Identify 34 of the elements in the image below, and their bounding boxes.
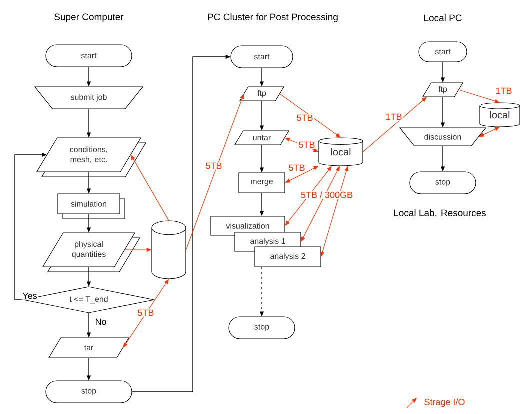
terminal-box: stop	[410, 172, 476, 194]
edge-label: 5TB	[204, 162, 224, 170]
column-heading: Super Computer	[54, 14, 124, 22]
process-box: analysis 2	[254, 246, 322, 268]
terminal-box: stop	[228, 316, 296, 340]
arrow	[362, 97, 427, 152]
storage-cylinder	[152, 220, 186, 280]
terminal-box: start	[230, 46, 294, 68]
column-heading: Local Lab. Resources	[394, 210, 486, 216]
terminal-box: stop	[46, 380, 132, 404]
process-box: merge	[238, 172, 286, 194]
stacked-process-box: simulation	[58, 194, 126, 220]
arrow	[186, 94, 244, 250]
storage-cylinder: local	[480, 102, 520, 128]
legend-label: Strage I/O	[424, 398, 465, 408]
terminal-box: start	[46, 44, 132, 68]
arrow	[479, 127, 500, 137]
edge-label: 5TB	[298, 141, 316, 149]
arrow	[280, 94, 341, 138]
edge-label: Yes	[22, 292, 38, 300]
arrow	[458, 90, 500, 104]
edge-label: 5TB	[296, 114, 314, 122]
column-heading: PC Cluster for Post Processing	[208, 14, 338, 22]
edge-label: 5TB	[288, 164, 306, 172]
edge-label: No	[94, 318, 108, 326]
edge-label: 5TB	[136, 309, 156, 317]
edge-label: 5TB / 300GB	[300, 190, 354, 200]
process-box: visualization	[210, 216, 286, 236]
edge-label: 1TB	[384, 113, 404, 121]
terminal-box: start	[418, 42, 468, 62]
arrow	[131, 155, 170, 222]
edge-label: 1TB	[494, 87, 514, 95]
storage-cylinder: local	[318, 138, 364, 166]
column-heading: Local PC	[424, 14, 462, 22]
